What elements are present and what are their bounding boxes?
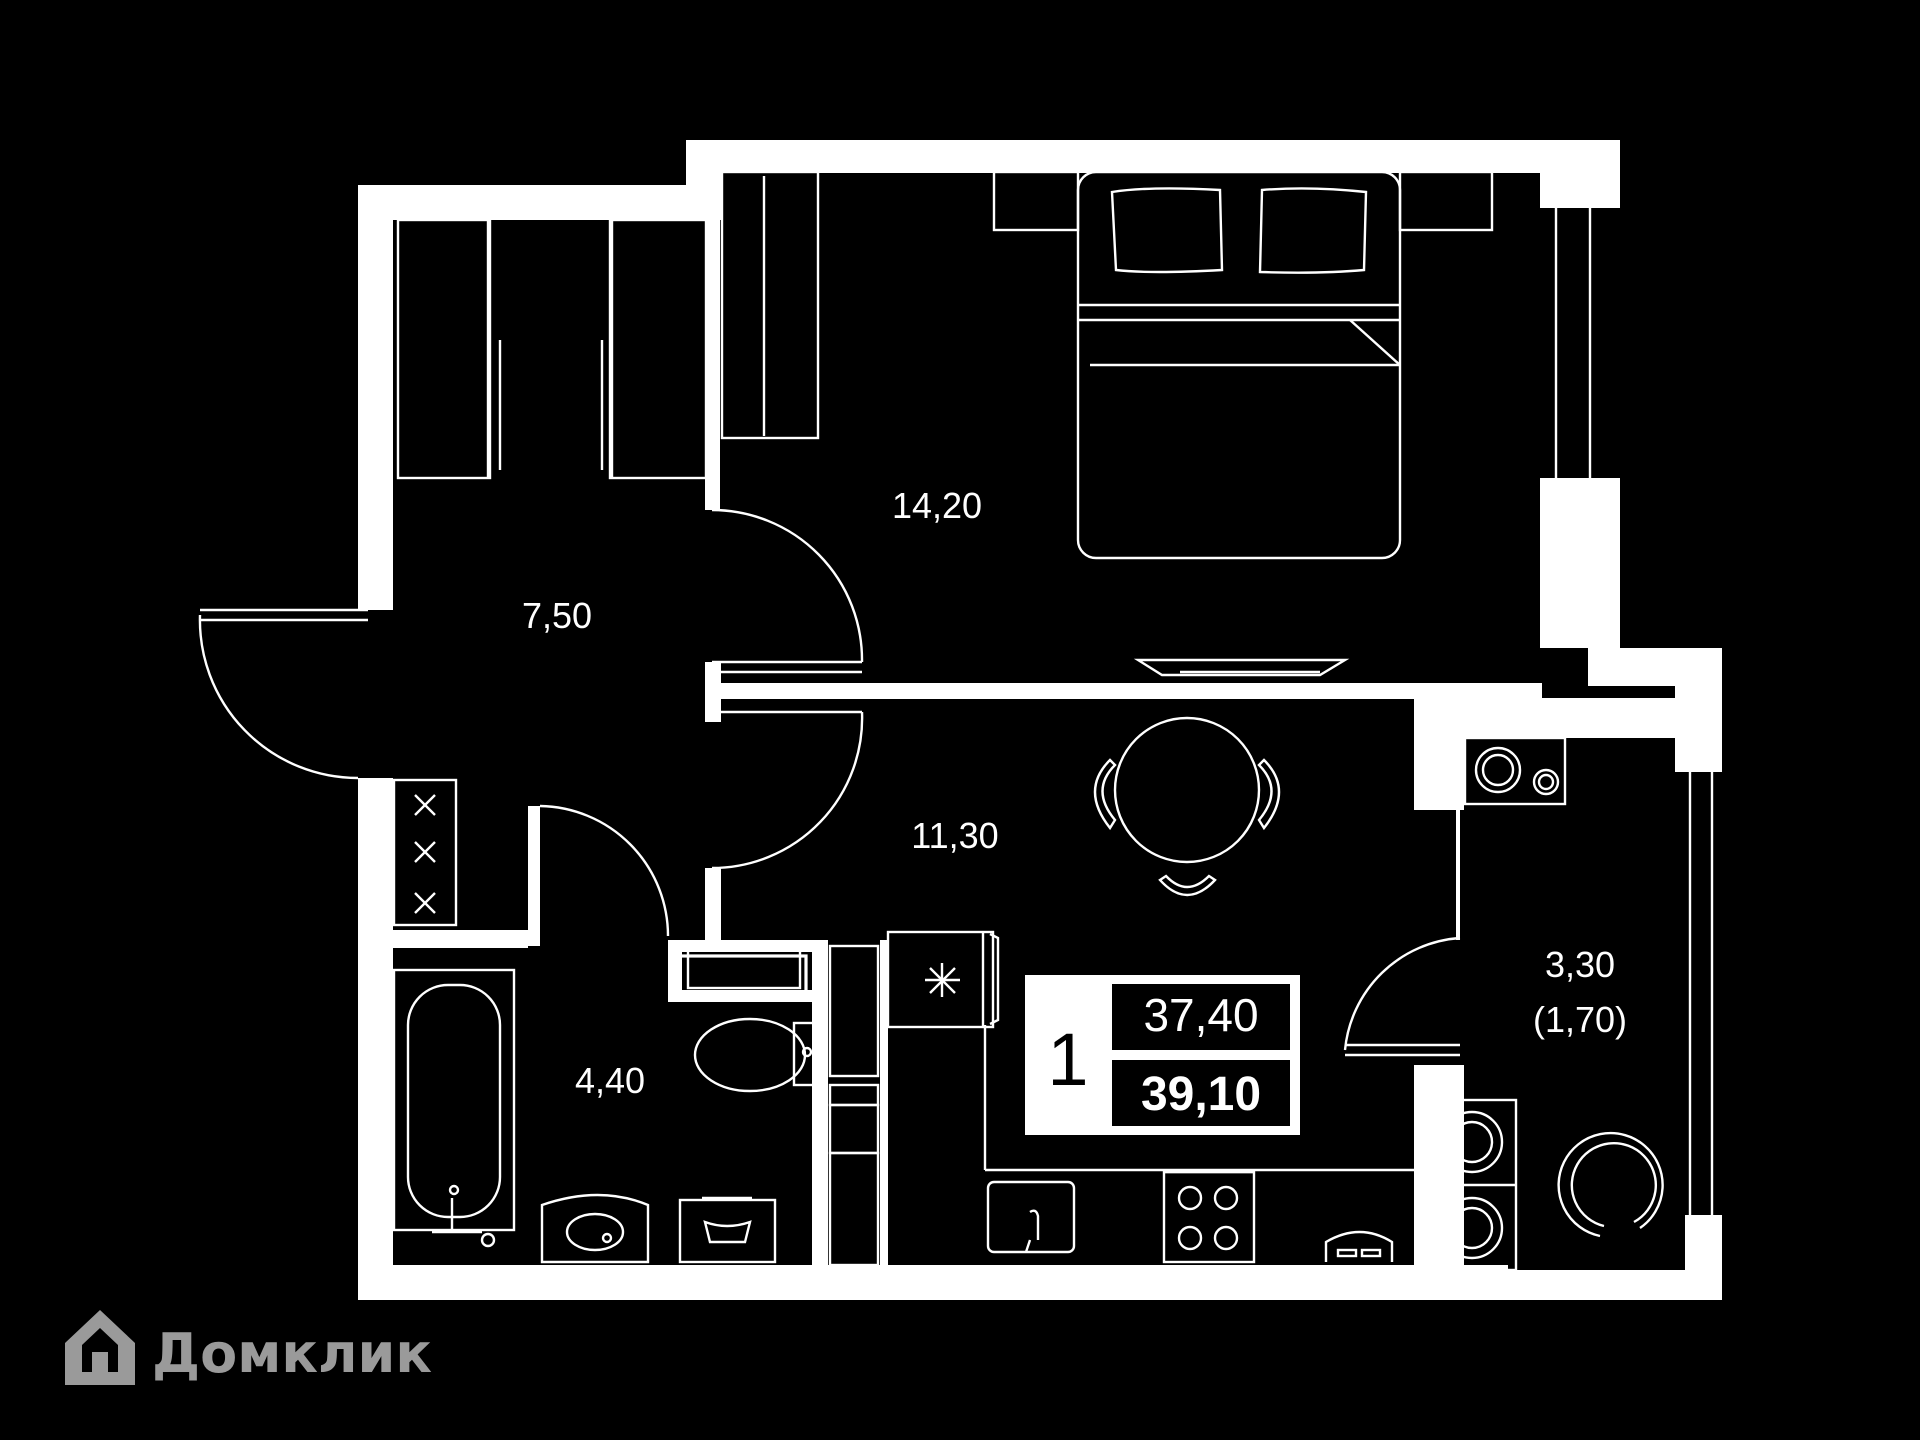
hall-area-label: 7,50 — [522, 595, 592, 636]
walls — [358, 140, 1722, 1300]
domclick-logo: Домклик — [65, 1310, 432, 1385]
kitchen-door — [711, 710, 864, 870]
bed — [992, 170, 1494, 560]
tv-unit — [1133, 658, 1350, 677]
bathroom-sink — [540, 1193, 650, 1264]
logo-text: Домклик — [152, 1322, 432, 1385]
bedroom-area-label: 14,20 — [892, 485, 982, 526]
total-area: 39,10 — [1141, 1068, 1261, 1121]
house-logo-icon — [65, 1310, 135, 1385]
pillow-right — [1258, 187, 1368, 274]
entrance-door — [198, 608, 368, 780]
bathroom-fixtures — [392, 944, 880, 1267]
living-area: 37,40 — [1143, 989, 1258, 1041]
kitchen-units — [886, 930, 1414, 1264]
shoe-cabinet — [392, 778, 458, 927]
loggia-reduced-area-label: (1,70) — [1533, 999, 1627, 1040]
stove — [1162, 1170, 1256, 1264]
bathtub — [392, 968, 516, 1232]
windows — [1554, 208, 1714, 1215]
loggia-appliances — [1428, 736, 1664, 1272]
doors — [198, 508, 1461, 1057]
round-seat — [1557, 1131, 1664, 1238]
dining-table — [1093, 716, 1281, 897]
loggia-area-label: 3,30 — [1545, 944, 1615, 985]
kitchen-sink — [986, 1180, 1076, 1254]
area-badge: 1 37,40 39,10 — [1025, 975, 1300, 1135]
bedroom-door — [711, 508, 864, 674]
pillow-left — [1110, 187, 1224, 274]
boiler — [1324, 1230, 1394, 1262]
kitchen-area-label: 11,30 — [911, 815, 998, 856]
bathroom-area-label: 4,40 — [575, 1060, 645, 1101]
loggia-door — [1343, 936, 1461, 1057]
bathroom-door — [536, 804, 670, 937]
rooms-count: 1 — [1047, 1018, 1088, 1101]
toilet — [693, 1017, 807, 1093]
fridge — [886, 930, 995, 1029]
hall-wardrobes — [396, 170, 820, 480]
